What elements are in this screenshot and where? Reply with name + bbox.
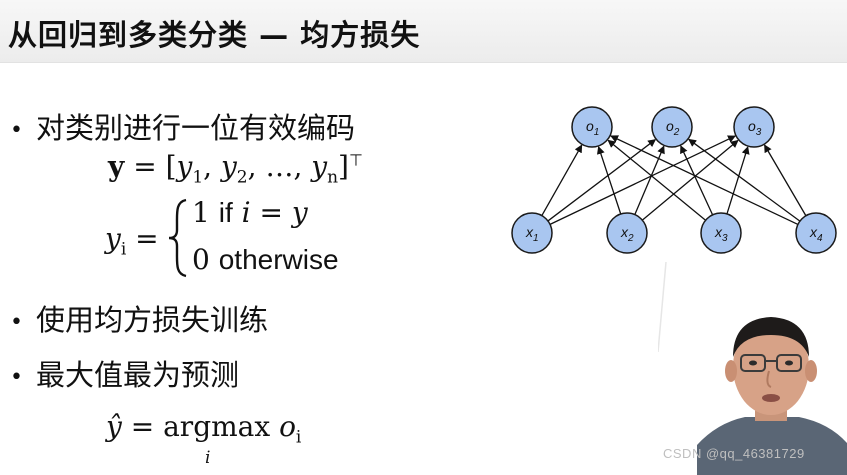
edge-x4-o2 [688,138,801,222]
background-divider [657,261,667,353]
formula-yi-lhs: yi = [105,222,159,260]
bullet-one-hot: • 对类别进行一位有效编码 [10,105,355,147]
node-x2: x2 [606,212,648,254]
node-circle [700,212,742,254]
edge-x1-o2 [547,139,657,222]
node-x1: x1 [511,212,553,254]
node-circle [606,212,648,254]
edge-x3-o2 [680,145,714,216]
case-line-zero: 0 otherwise [192,243,339,276]
node-circle [733,106,775,148]
node-o1: o1 [571,106,613,148]
input-layer: x1 x2 x3 x4 [511,212,837,254]
presenter-video [697,317,847,475]
node-o2: o2 [651,106,693,148]
node-circle [511,212,553,254]
bullet-mse-training: • 使用均方损失训练 [10,297,268,339]
cases-brace [168,198,187,278]
edge-x2-o2 [634,145,665,215]
edge-x3-o1 [607,139,706,221]
node-circle [651,106,693,148]
argmax-subscript: i [205,448,211,468]
case-line-one: 1 if i = y [192,196,308,229]
bullet-text: 最大值最为预测 [36,358,240,392]
bullet-marker: • [10,117,23,143]
edge-x4-o1 [610,135,799,226]
network-edges [541,135,807,226]
watermark: CSDN @qq_46381729 [663,446,805,461]
edge-x1-o1 [541,144,583,216]
slide-header-band [0,0,847,63]
network-diagram: o1 o2 o3 x1 x2 x3 x4 [511,106,837,254]
node-circle [571,106,613,148]
bullet-text: 对类别进行一位有效编码 [36,111,356,145]
node-circle [795,212,837,254]
output-layer: o1 o2 o3 [571,106,775,148]
node-x4: x4 [795,212,837,254]
bullet-marker: • [10,364,23,390]
edge-x2-o3 [641,139,739,221]
formula-y-vector: y = [y1, y2, …, yn]⊤ [108,150,363,188]
bullet-marker: • [10,309,23,335]
edge-x3-o3 [726,146,750,215]
node-o3: o3 [733,106,775,148]
edge-x2-o1 [596,145,622,215]
node-x3: x3 [700,212,742,254]
edge-x4-o3 [764,144,807,217]
slide-title: 从回归到多类分类 — 均方损失 [8,18,421,52]
formula-argmax: ŷ = argmax oi [106,410,302,448]
bullet-max-prediction: • 最大值最为预测 [10,352,239,394]
bullet-text: 使用均方损失训练 [36,303,269,337]
